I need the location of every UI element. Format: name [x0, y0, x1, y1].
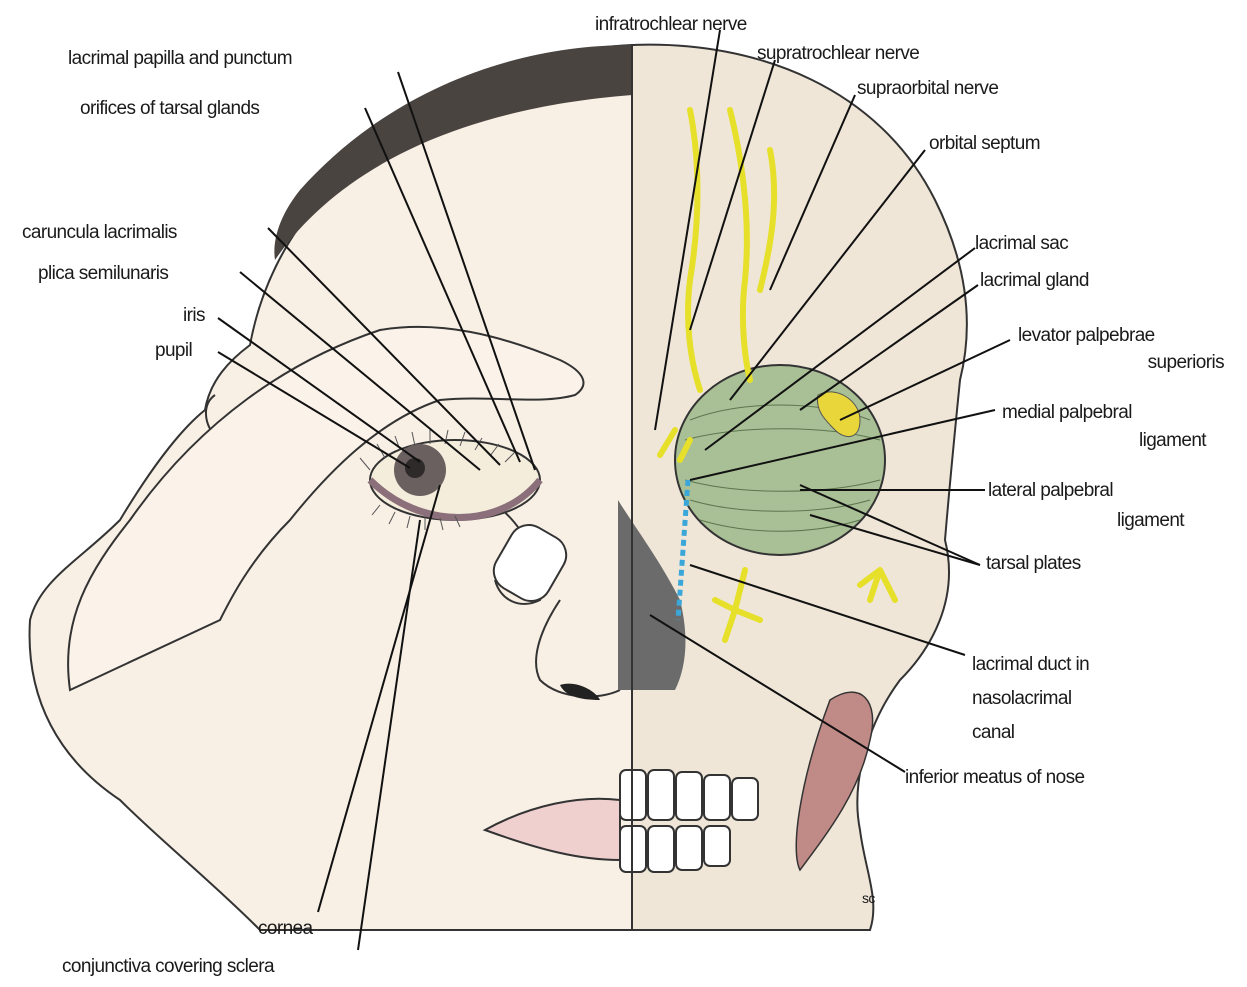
label-lacrimal-sac: lacrimal sac — [975, 233, 1068, 255]
label-levator-line1: levator palpebrae — [1018, 325, 1155, 347]
label-cornea: cornea — [258, 918, 313, 940]
label-lateral-palpebral-line2: ligament — [1080, 510, 1184, 532]
label-iris: iris — [183, 305, 205, 327]
label-lacrimal-duct-line1: lacrimal duct in — [972, 654, 1089, 676]
label-inferior-meatus: inferior meatus of nose — [905, 767, 1084, 789]
pupil-circle — [405, 458, 425, 478]
label-plica-semilunaris: plica semilunaris — [38, 263, 168, 285]
label-lacrimal-gland: lacrimal gland — [980, 270, 1089, 292]
label-caruncula-lacrimalis: caruncula lacrimalis — [22, 222, 177, 244]
label-medial-palpebral-line2: ligament — [1110, 430, 1206, 452]
label-orifices-tarsal-glands: orifices of tarsal glands — [80, 98, 259, 120]
label-lacrimal-duct-line3: canal — [972, 722, 1014, 744]
label-medial-palpebral-line1: medial palpebral — [1002, 402, 1132, 424]
label-orbital-septum: orbital septum — [929, 133, 1040, 155]
label-lateral-palpebral-line1: lateral palpebral — [988, 480, 1113, 502]
label-conjunctiva: conjunctiva covering sclera — [62, 956, 274, 978]
label-levator-line2: superioris — [1118, 352, 1224, 374]
label-lacrimal-duct-line2: nasolacrimal — [972, 688, 1071, 710]
label-lacrimal-papilla: lacrimal papilla and punctum — [68, 48, 292, 70]
label-infratrochlear-nerve: infratrochlear nerve — [595, 14, 747, 36]
label-tarsal-plates: tarsal plates — [986, 553, 1081, 575]
label-pupil: pupil — [155, 340, 192, 362]
label-supraorbital-nerve: supraorbital nerve — [857, 78, 998, 100]
label-supratrochlear-nerve: supratrochlear nerve — [757, 43, 919, 65]
artist-signature: sc — [862, 887, 875, 909]
